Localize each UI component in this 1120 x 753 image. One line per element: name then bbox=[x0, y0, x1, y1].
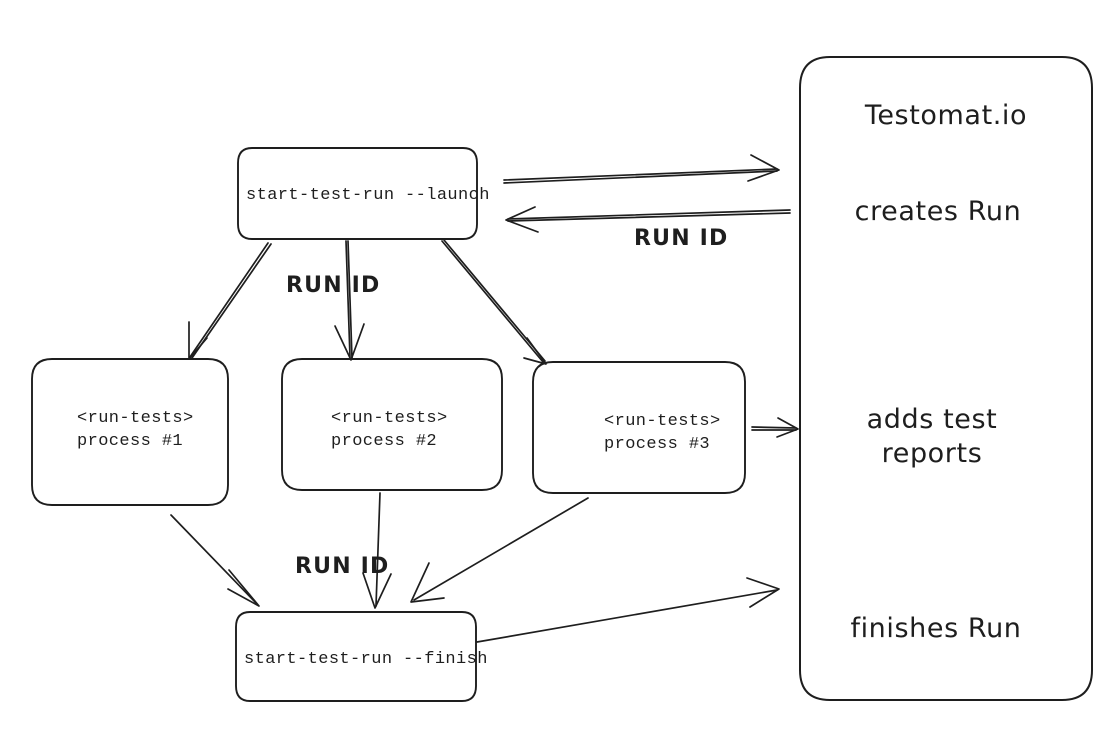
node-finish-label: start-test-run --finish bbox=[244, 650, 488, 669]
edge-process-3-to-finish bbox=[410, 497, 589, 603]
service-panel-step-finishes-run: finishes Run bbox=[850, 613, 1021, 644]
node-process-3-line1: <run-tests> bbox=[604, 412, 721, 431]
edge-process-1-to-finish bbox=[170, 514, 260, 607]
edge-panel-to-launch-run-id bbox=[505, 206, 791, 233]
edge-launch-to-panel bbox=[503, 154, 780, 184]
service-panel-shape[interactable] bbox=[799, 56, 1093, 701]
service-panel-step-adds-reports-line2: reports bbox=[882, 438, 983, 469]
edge-launch-to-process-2 bbox=[334, 240, 365, 361]
node-process-1-line2: process #1 bbox=[77, 432, 183, 451]
node-start-test-run-finish[interactable] bbox=[235, 611, 477, 702]
edge-label-run-id-fanout: RUN ID bbox=[286, 273, 381, 298]
node-run-tests-process-3[interactable] bbox=[532, 361, 746, 494]
node-process-2-line1: <run-tests> bbox=[331, 409, 448, 428]
node-run-tests-process-1[interactable] bbox=[31, 358, 229, 506]
node-run-tests-process-2[interactable] bbox=[281, 358, 503, 491]
node-start-test-run-launch[interactable] bbox=[237, 147, 478, 240]
edge-launch-to-process-1 bbox=[188, 242, 272, 360]
node-launch-label: start-test-run --launch bbox=[246, 186, 490, 205]
service-panel-title: Testomat.io bbox=[864, 100, 1027, 131]
node-process-1-line1: <run-tests> bbox=[77, 409, 194, 428]
node-process-3-line2: process #3 bbox=[604, 435, 710, 454]
edge-process-3-to-panel bbox=[751, 417, 799, 438]
service-panel-step-adds-reports-line1: adds test bbox=[867, 404, 998, 435]
edge-label-run-id-return: RUN ID bbox=[634, 226, 729, 251]
edge-process-2-to-finish bbox=[362, 492, 392, 609]
service-panel-step-creates-run: creates Run bbox=[855, 196, 1022, 227]
edge-label-run-id-fanin: RUN ID bbox=[295, 554, 390, 579]
edge-finish-to-panel bbox=[476, 577, 780, 643]
node-process-2-line2: process #2 bbox=[331, 432, 437, 451]
edge-launch-to-process-3 bbox=[441, 239, 547, 365]
